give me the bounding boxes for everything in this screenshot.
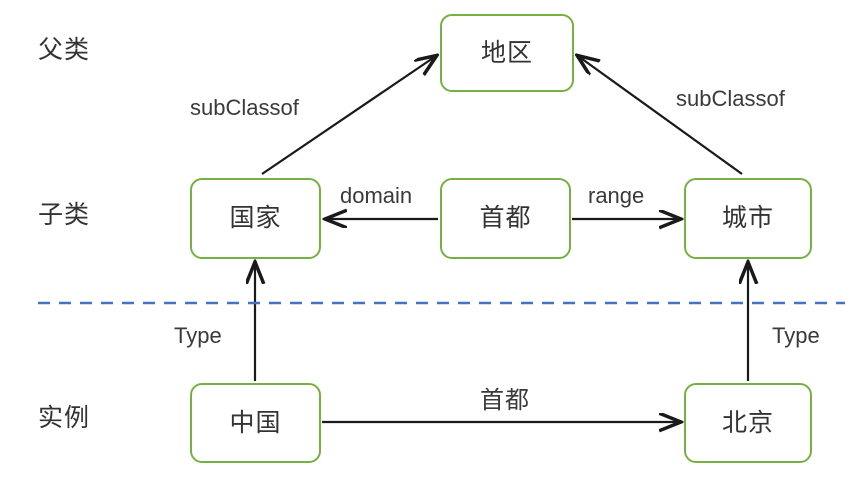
edge-label-china-type-country: Type — [172, 323, 224, 348]
node-beijing[interactable]: 北京 — [684, 383, 812, 463]
node-country-label: 国家 — [229, 204, 282, 232]
row-label-sub-class: 子类 — [38, 201, 91, 229]
edge-label-country-subclassof-region: subClassof — [188, 95, 301, 120]
node-china[interactable]: 中国 — [190, 383, 321, 463]
row-label-instance: 实例 — [38, 404, 91, 432]
node-capital-class[interactable]: 首都 — [440, 178, 571, 259]
node-region[interactable]: 地区 — [440, 14, 574, 92]
node-beijing-label: 北京 — [721, 408, 774, 437]
edge-label-capital-domain-country: domain — [338, 183, 415, 208]
edge-label-city-subclassof-region: subClassof — [674, 86, 787, 111]
edge-label-china-capital-beijing: 首都 — [478, 387, 532, 414]
node-capital-class-label: 首都 — [479, 204, 532, 232]
node-region-label: 地区 — [480, 38, 533, 67]
row-label-parent-class: 父类 — [38, 36, 91, 64]
edge-label-capital-range-city: range — [586, 183, 647, 208]
node-city-label: 城市 — [721, 204, 774, 232]
edge-city-subclassof-region — [578, 56, 743, 175]
node-city[interactable]: 城市 — [684, 178, 812, 259]
node-country[interactable]: 国家 — [190, 178, 321, 259]
edge-label-beijing-type-city: Type — [770, 323, 822, 348]
node-china-label: 中国 — [229, 408, 282, 437]
